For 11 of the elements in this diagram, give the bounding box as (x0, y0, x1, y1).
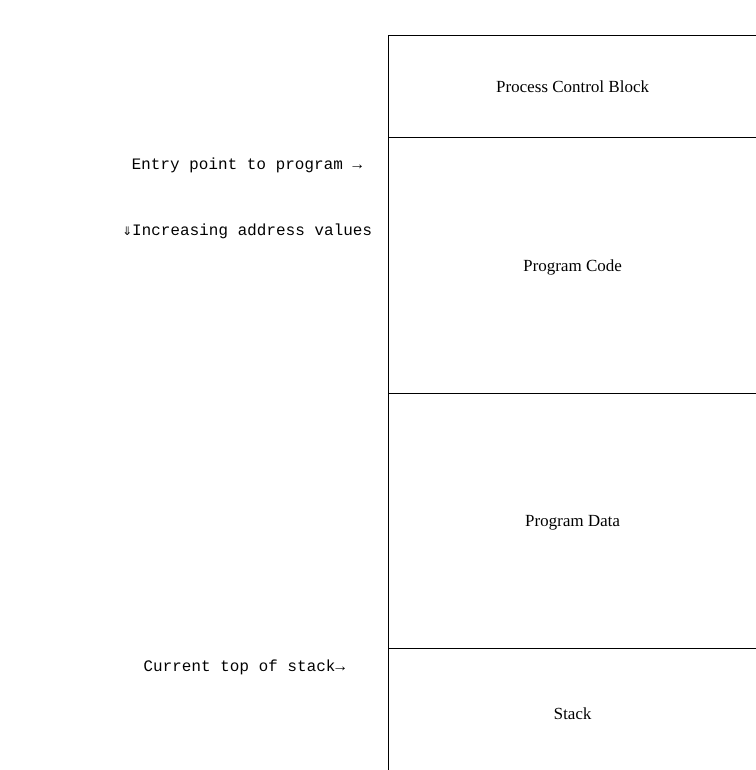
memory-segment (388, 35, 756, 137)
pointer-note: Entry point to program → (132, 156, 362, 174)
segment-label: Program Code (523, 256, 622, 276)
memory-segment (388, 393, 756, 648)
segment-label: Process Control Block (496, 76, 649, 96)
segment-label: Stack (554, 704, 592, 724)
segment-label: Program Data (525, 511, 620, 531)
memory-segment (388, 648, 756, 770)
direction-note: ⇓Increasing address values (122, 221, 372, 240)
memory-segment (388, 137, 756, 393)
pointer-note: Current top of stack→ (143, 658, 345, 676)
